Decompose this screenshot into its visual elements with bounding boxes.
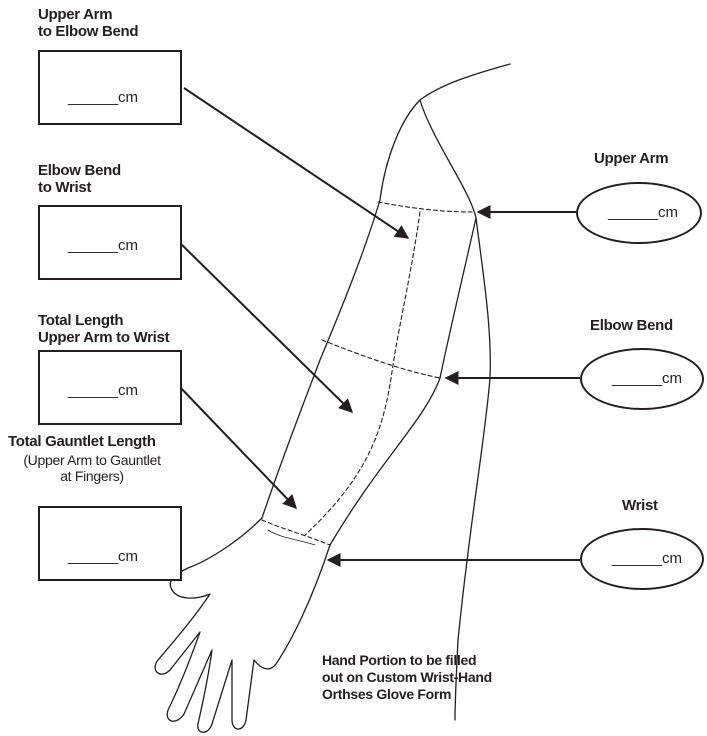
- wrist-circumference: [261, 519, 331, 546]
- arrow-upper-arm-to-elbow: [183, 87, 410, 239]
- upper-arm-oval[interactable]: ______cm: [576, 182, 702, 244]
- total-length-box[interactable]: ______cm: [38, 350, 182, 425]
- upper-arm-value[interactable]: ______cm: [608, 204, 679, 221]
- note-line: Hand Portion to be filled: [322, 652, 477, 668]
- length-guide: [304, 211, 421, 536]
- arrow-total-length: [177, 384, 297, 510]
- title-line: Upper Arm: [38, 6, 113, 23]
- arm-back-line: [454, 217, 491, 721]
- elbow-to-wrist-value[interactable]: ______cm: [68, 237, 139, 254]
- title-line: Total Length: [38, 312, 124, 329]
- note-line: at Fingers): [60, 468, 124, 484]
- elbow-circumference: [321, 339, 441, 379]
- arm-outline-right: [329, 63, 511, 546]
- title-line: Elbow Bend: [38, 162, 121, 179]
- upper-arm-title: Upper Arm: [594, 150, 669, 167]
- wrist-value[interactable]: ______cm: [612, 550, 683, 567]
- wrist-oval[interactable]: ______cm: [580, 528, 704, 590]
- elbow-to-wrist-box[interactable]: ______cm: [38, 205, 182, 280]
- total-length-value[interactable]: ______cm: [68, 382, 139, 399]
- total-length-title: Total Length Upper Arm to Wrist: [38, 312, 170, 346]
- title-line: Total Gauntlet Length: [8, 433, 156, 450]
- title-line: to Elbow Bend: [38, 23, 139, 40]
- elbow-bend-title: Elbow Bend: [590, 317, 673, 334]
- elbow-to-wrist-title: Elbow Bend to Wrist: [38, 162, 121, 196]
- elbow-bend-oval[interactable]: ______cm: [580, 348, 704, 410]
- title-line: to Wrist: [38, 179, 92, 196]
- wrist-title: Wrist: [622, 497, 658, 514]
- arrow-elbow-to-wrist: [179, 242, 353, 413]
- upper-arm-to-elbow-value[interactable]: ______cm: [68, 89, 139, 106]
- total-gauntlet-value[interactable]: ______cm: [68, 548, 139, 565]
- hand-outline: [154, 517, 331, 733]
- arm-outline-left: [261, 99, 421, 519]
- total-gauntlet-box[interactable]: ______cm: [38, 506, 182, 581]
- total-gauntlet-note: (Upper Arm to Gauntlet at Fingers): [2, 452, 182, 484]
- title-line: Upper Arm to Wrist: [38, 329, 170, 346]
- note-line: Orthses Glove Form: [322, 686, 452, 702]
- upper-arm-to-elbow-box[interactable]: ______cm: [38, 50, 182, 125]
- note-line: out on Custom Wrist-Hand: [322, 669, 492, 685]
- total-gauntlet-title: Total Gauntlet Length: [8, 433, 156, 450]
- elbow-bend-value[interactable]: ______cm: [612, 370, 683, 387]
- upper-arm-to-elbow-title: Upper Arm to Elbow Bend: [38, 6, 139, 40]
- hand-portion-note: Hand Portion to be filled out on Custom …: [322, 652, 492, 703]
- note-line: (Upper Arm to Gauntlet: [23, 452, 161, 468]
- upper-arm-circumference: [377, 201, 473, 213]
